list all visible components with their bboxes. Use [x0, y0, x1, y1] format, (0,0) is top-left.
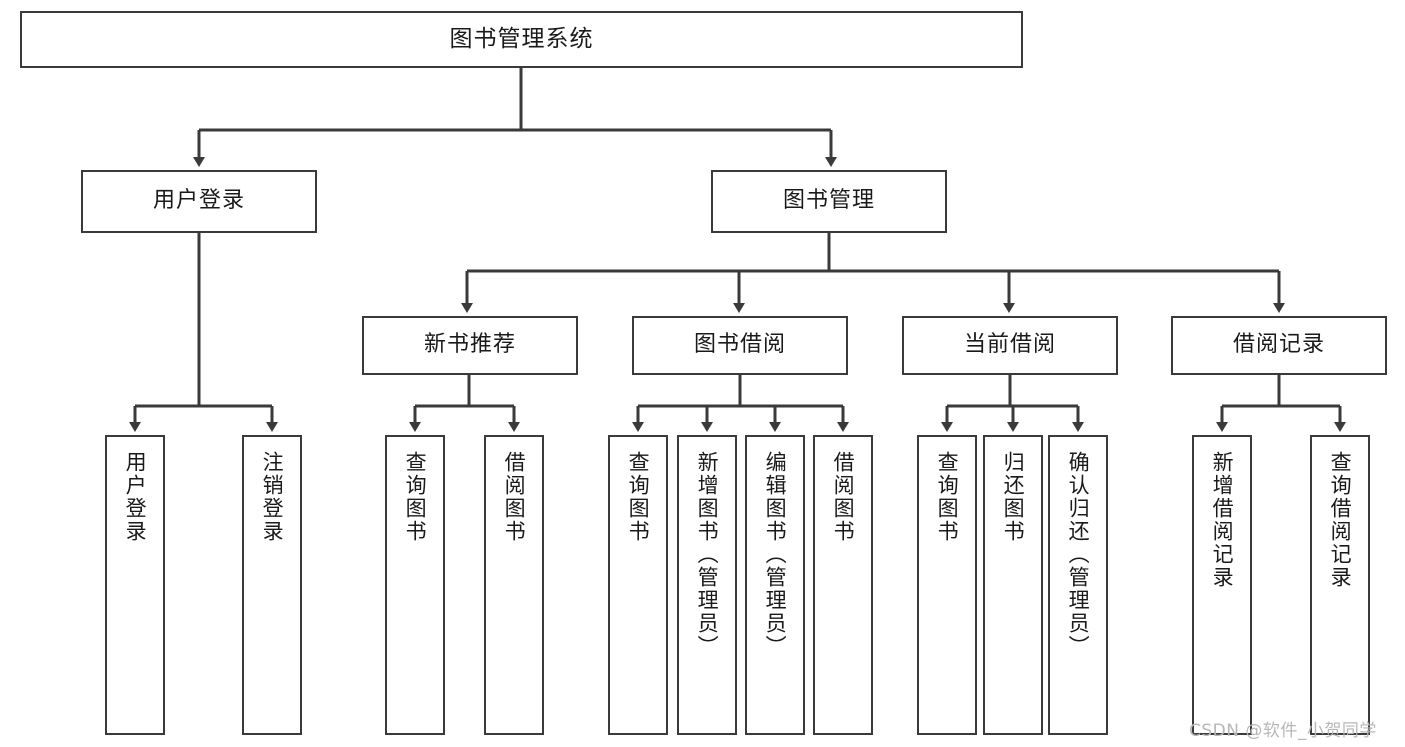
node-new-book-recommend[interactable]: 新书推荐 [362, 316, 578, 375]
node-leaf-borrow-book[interactable]: 借阅图书 [813, 435, 873, 735]
node-book-borrow[interactable]: 图书借阅 [632, 316, 848, 375]
node-leaf-edit-book-admin[interactable]: 编辑图书（管理员） [745, 435, 805, 735]
node-label: 新书推荐 [423, 332, 516, 358]
node-leaf-add-borrow-record[interactable]: 新增借阅记录 [1192, 435, 1252, 735]
node-label: 注销登录 [260, 451, 285, 543]
node-label: 查询图书 [935, 451, 960, 543]
node-book-management[interactable]: 图书管理 [711, 170, 947, 233]
node-label: 借阅记录 [1232, 332, 1325, 358]
node-borrow-record[interactable]: 借阅记录 [1171, 316, 1387, 375]
node-label: 新增借阅记录 [1210, 451, 1235, 589]
node-leaf-user-login[interactable]: 用户登录 [105, 435, 165, 735]
node-leaf-borrow-book-new[interactable]: 借阅图书 [484, 435, 544, 735]
node-leaf-query-book-current[interactable]: 查询图书 [917, 435, 977, 735]
csdn-watermark: CSDN @软件_小贺同学 [1189, 721, 1377, 741]
node-label: 用户登录 [123, 451, 148, 543]
node-label: 查询图书 [626, 451, 651, 543]
node-leaf-query-book[interactable]: 查询图书 [608, 435, 668, 735]
node-label: 图书借阅 [693, 332, 786, 358]
node-label: 图书管理 [782, 188, 875, 214]
node-leaf-query-book-new[interactable]: 查询图书 [385, 435, 445, 735]
node-label: 借阅图书 [831, 451, 856, 543]
node-label: 用户登录 [152, 188, 245, 214]
node-label: 当前借阅 [963, 332, 1056, 358]
node-current-borrow[interactable]: 当前借阅 [902, 316, 1118, 375]
node-leaf-logout[interactable]: 注销登录 [242, 435, 302, 735]
node-user-login[interactable]: 用户登录 [81, 170, 317, 233]
node-label: 归还图书 [1001, 451, 1026, 543]
node-label: 借阅图书 [502, 451, 527, 543]
node-leaf-confirm-return-admin[interactable]: 确认归还（管理员） [1048, 435, 1108, 735]
node-label: 查询借阅记录 [1328, 451, 1353, 589]
node-leaf-query-borrow-record[interactable]: 查询借阅记录 [1310, 435, 1370, 735]
node-label: 确认归还（管理员） [1066, 451, 1091, 658]
node-label: 查询图书 [403, 451, 428, 543]
node-label: 图书管理系统 [449, 25, 594, 52]
node-label: 新增图书（管理员） [695, 451, 720, 658]
node-root-book-management-system[interactable]: 图书管理系统 [20, 11, 1023, 68]
node-leaf-add-book-admin[interactable]: 新增图书（管理员） [677, 435, 737, 735]
node-leaf-return-book[interactable]: 归还图书 [983, 435, 1043, 735]
node-label: 编辑图书（管理员） [763, 451, 788, 658]
